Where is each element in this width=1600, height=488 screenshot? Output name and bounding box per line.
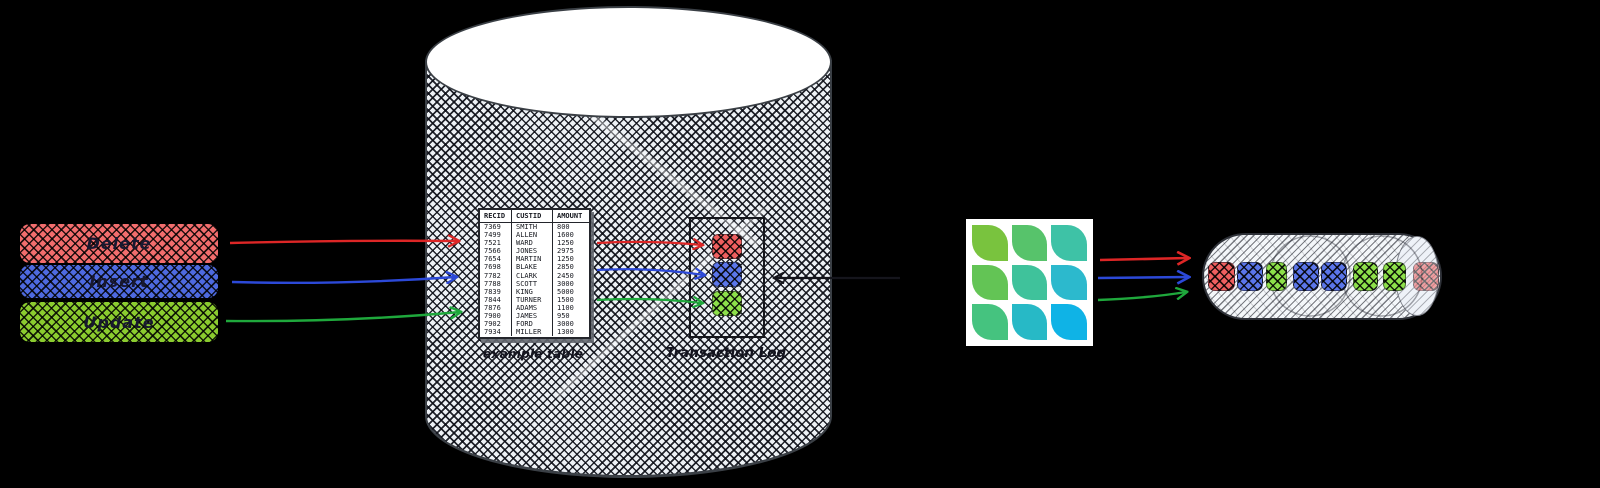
- change-event: [1293, 262, 1319, 291]
- logo-tile: [972, 225, 1008, 261]
- operation-box-insert: Insert: [20, 265, 218, 298]
- cell: BLAKE: [511, 263, 553, 272]
- cell: 1250: [557, 255, 574, 264]
- arrow-logo-to-stream-blue: [1097, 277, 1188, 278]
- table-row: 7839 KING 5000: [480, 287, 589, 296]
- column-header: CUSTID: [511, 210, 553, 223]
- logo-tile: [972, 304, 1008, 340]
- database-cylinder-top: [425, 6, 832, 118]
- cell: 950: [557, 312, 570, 321]
- column-header: AMOUNT: [553, 210, 589, 223]
- table-row: 7566 JONES 2975: [480, 247, 589, 256]
- cell: KING: [511, 287, 553, 296]
- arrow-delete-to-table: [229, 241, 458, 243]
- operation-label-update: Update: [83, 312, 155, 332]
- change-event: [1237, 262, 1263, 291]
- cell: 7844: [484, 295, 501, 304]
- arrow-insert-to-table: [231, 277, 456, 283]
- change-event: [1208, 262, 1235, 291]
- cell: 3000: [557, 320, 574, 329]
- table-row: 7698 BLAKE 2850: [480, 263, 589, 272]
- log-entry-insert: [712, 262, 742, 287]
- table-row: 7902 FORD 3000: [480, 320, 589, 329]
- table-row: 7934 MILLER 1300: [480, 328, 589, 337]
- cell: 7900: [484, 312, 501, 321]
- database-table: RECID CUSTID AMOUNT 7369 SMITH 800 7499 ALL…: [478, 208, 591, 339]
- cell: 2450: [557, 271, 574, 280]
- cell: 7566: [484, 247, 501, 256]
- cell: 7902: [484, 320, 501, 329]
- change-event: [1383, 262, 1406, 291]
- transaction-log-box: [689, 217, 765, 338]
- table-header-row: RECID CUSTID AMOUNT: [480, 210, 589, 223]
- operation-box-delete: Delete: [20, 224, 218, 263]
- cell: 800: [557, 223, 570, 231]
- event-stream-pipe: [1202, 233, 1442, 320]
- database-cylinder-body: [425, 60, 832, 478]
- cell: 7788: [484, 279, 501, 288]
- cell: 7654: [484, 255, 501, 264]
- cell: 7934: [484, 328, 501, 337]
- operation-label-insert: Insert: [89, 272, 149, 291]
- logo-tile: [1051, 304, 1087, 340]
- table-row: 7499 ALLEN 1600: [480, 231, 589, 240]
- cell: 5000: [557, 287, 574, 296]
- cell: WARD: [511, 239, 553, 248]
- cell: MILLER: [511, 328, 553, 337]
- table-caption: example table: [482, 346, 584, 361]
- arrow-logo-to-stream-red: [1099, 258, 1188, 260]
- logo-tile: [972, 264, 1008, 301]
- cell: JONES: [511, 247, 553, 256]
- cell: 7698: [484, 263, 501, 272]
- table-row: 7876 ADAMS 1100: [480, 303, 589, 313]
- table-row: 7782 CLARK 2450: [480, 271, 589, 280]
- operation-box-update: Update: [20, 302, 218, 342]
- table-row: 7788 SCOTT 3000: [480, 279, 589, 288]
- logo-tile: [1011, 264, 1048, 301]
- log-entry-update: [712, 291, 742, 316]
- table-row: 7369 SMITH 800: [480, 223, 589, 232]
- cell: MARTIN: [511, 255, 553, 264]
- cell: 1600: [557, 231, 574, 240]
- change-event: [1353, 262, 1378, 291]
- operation-label-delete: Delete: [86, 234, 152, 253]
- cell: SMITH: [511, 223, 553, 232]
- cell: TURNER: [511, 295, 553, 304]
- cell: SCOTT: [511, 279, 553, 288]
- cell: JAMES: [511, 312, 553, 321]
- cell: 2850: [557, 263, 574, 272]
- change-event: [1266, 262, 1287, 291]
- logo-tile: [1051, 225, 1087, 261]
- cell: 7499: [484, 231, 501, 240]
- cell: 7782: [484, 271, 501, 280]
- table-row: 7844 TURNER 1500: [480, 295, 589, 304]
- cell: CLARK: [511, 271, 553, 280]
- cell: 1250: [557, 239, 574, 248]
- cell: 3000: [557, 279, 574, 288]
- cell: 7521: [484, 239, 501, 248]
- arrow-logo-to-stream-green: [1097, 292, 1186, 302]
- change-event: [1321, 262, 1347, 291]
- cell: FORD: [511, 320, 553, 329]
- cell: 1100: [557, 303, 574, 312]
- column-header: RECID: [480, 210, 511, 223]
- log-entry-delete: [712, 234, 742, 259]
- cell: 1500: [557, 295, 574, 304]
- logo-tile: [1051, 264, 1087, 301]
- cell: 1300: [557, 328, 574, 337]
- table-row: 7654 MARTIN 1250: [480, 255, 589, 264]
- table-row: 7521 WARD 1250: [480, 239, 589, 248]
- table-row: 7900 JAMES 950: [480, 312, 589, 321]
- cell: ADAMS: [511, 303, 553, 313]
- cell: 7876: [484, 303, 501, 312]
- cell: 7369: [484, 223, 501, 231]
- cell: 7839: [484, 287, 501, 296]
- change-event: [1413, 262, 1439, 291]
- debezium-logo: [966, 219, 1093, 346]
- logo-tile: [1011, 225, 1048, 261]
- cell: 2975: [557, 247, 574, 256]
- cell: ALLEN: [511, 231, 553, 240]
- logo-tile: [1011, 304, 1048, 340]
- transaction-log-caption: Transaction Log: [665, 345, 787, 361]
